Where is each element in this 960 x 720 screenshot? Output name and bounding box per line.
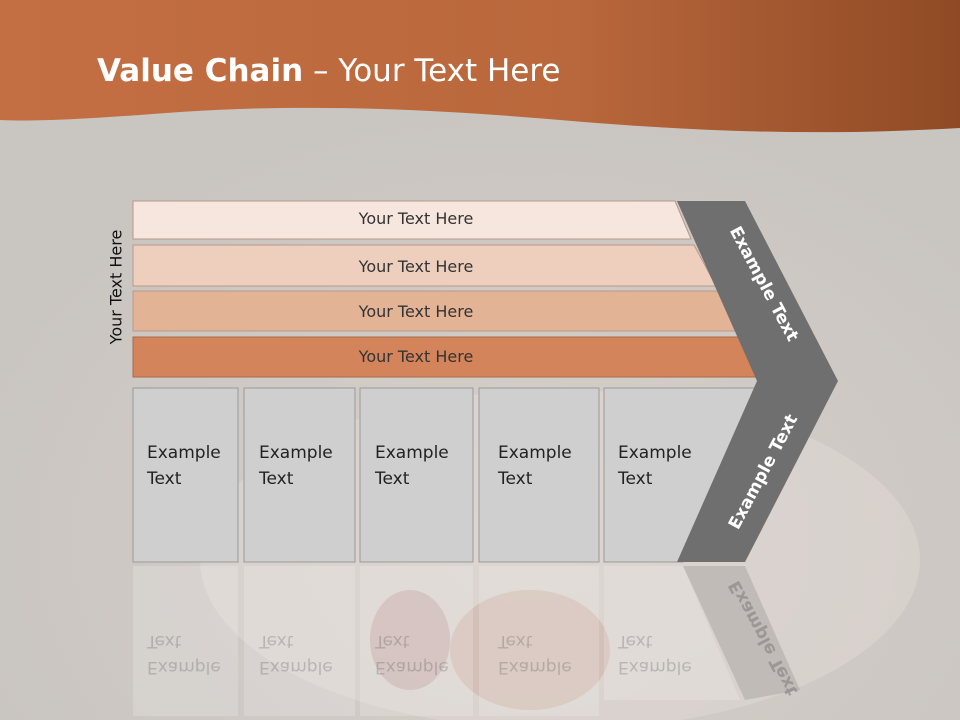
box-line1: Example bbox=[375, 443, 449, 463]
primary-box-reflection-2: Example Text bbox=[259, 628, 333, 680]
box-line1: Example bbox=[618, 657, 692, 677]
box-line1: Example bbox=[618, 443, 692, 463]
box-line1: Example bbox=[259, 657, 333, 677]
primary-box-1 bbox=[132, 387, 239, 563]
box-line1: Example bbox=[147, 443, 221, 463]
title-bold: Value Chain bbox=[97, 53, 304, 89]
primary-box-reflection-4: Example Text bbox=[498, 628, 572, 680]
box-line2: Text bbox=[259, 631, 294, 651]
box-line2: Text bbox=[147, 631, 182, 651]
title-rest: – Your Text Here bbox=[303, 53, 561, 89]
box-line2: Text bbox=[618, 469, 653, 489]
box-line1: Example bbox=[259, 443, 333, 463]
primary-box-2 bbox=[243, 387, 356, 563]
box-line2: Text bbox=[147, 469, 182, 489]
box-line2: Text bbox=[259, 469, 294, 489]
box-line1: Example bbox=[147, 657, 221, 677]
primary-box-reflection-3: Example Text bbox=[375, 628, 449, 680]
box-line2: Text bbox=[498, 631, 533, 651]
box-line1: Example bbox=[498, 657, 572, 677]
box-line2: Text bbox=[618, 631, 653, 651]
support-row-label-4: Your Text Here bbox=[358, 347, 474, 366]
primary-box-3 bbox=[359, 387, 474, 563]
support-row-label-2: Your Text Here bbox=[358, 257, 474, 276]
slide-title: Value Chain – Your Text Here bbox=[97, 53, 560, 89]
margin-chevron bbox=[677, 201, 838, 562]
box-line2: Text bbox=[498, 469, 533, 489]
support-row-1 bbox=[132, 200, 692, 240]
primary-box-reflection-5: Example Text bbox=[618, 628, 692, 680]
primary-box-reflection-1: Example Text bbox=[147, 628, 221, 680]
support-row-label-1: Your Text Here bbox=[358, 209, 474, 228]
box-line2: Text bbox=[375, 631, 410, 651]
reflection bbox=[133, 566, 800, 716]
box-line1: Example bbox=[375, 657, 449, 677]
box-line1: Example bbox=[498, 443, 572, 463]
primary-box-4 bbox=[478, 387, 600, 563]
support-row-label-3: Your Text Here bbox=[358, 302, 474, 321]
box-line2: Text bbox=[375, 469, 410, 489]
